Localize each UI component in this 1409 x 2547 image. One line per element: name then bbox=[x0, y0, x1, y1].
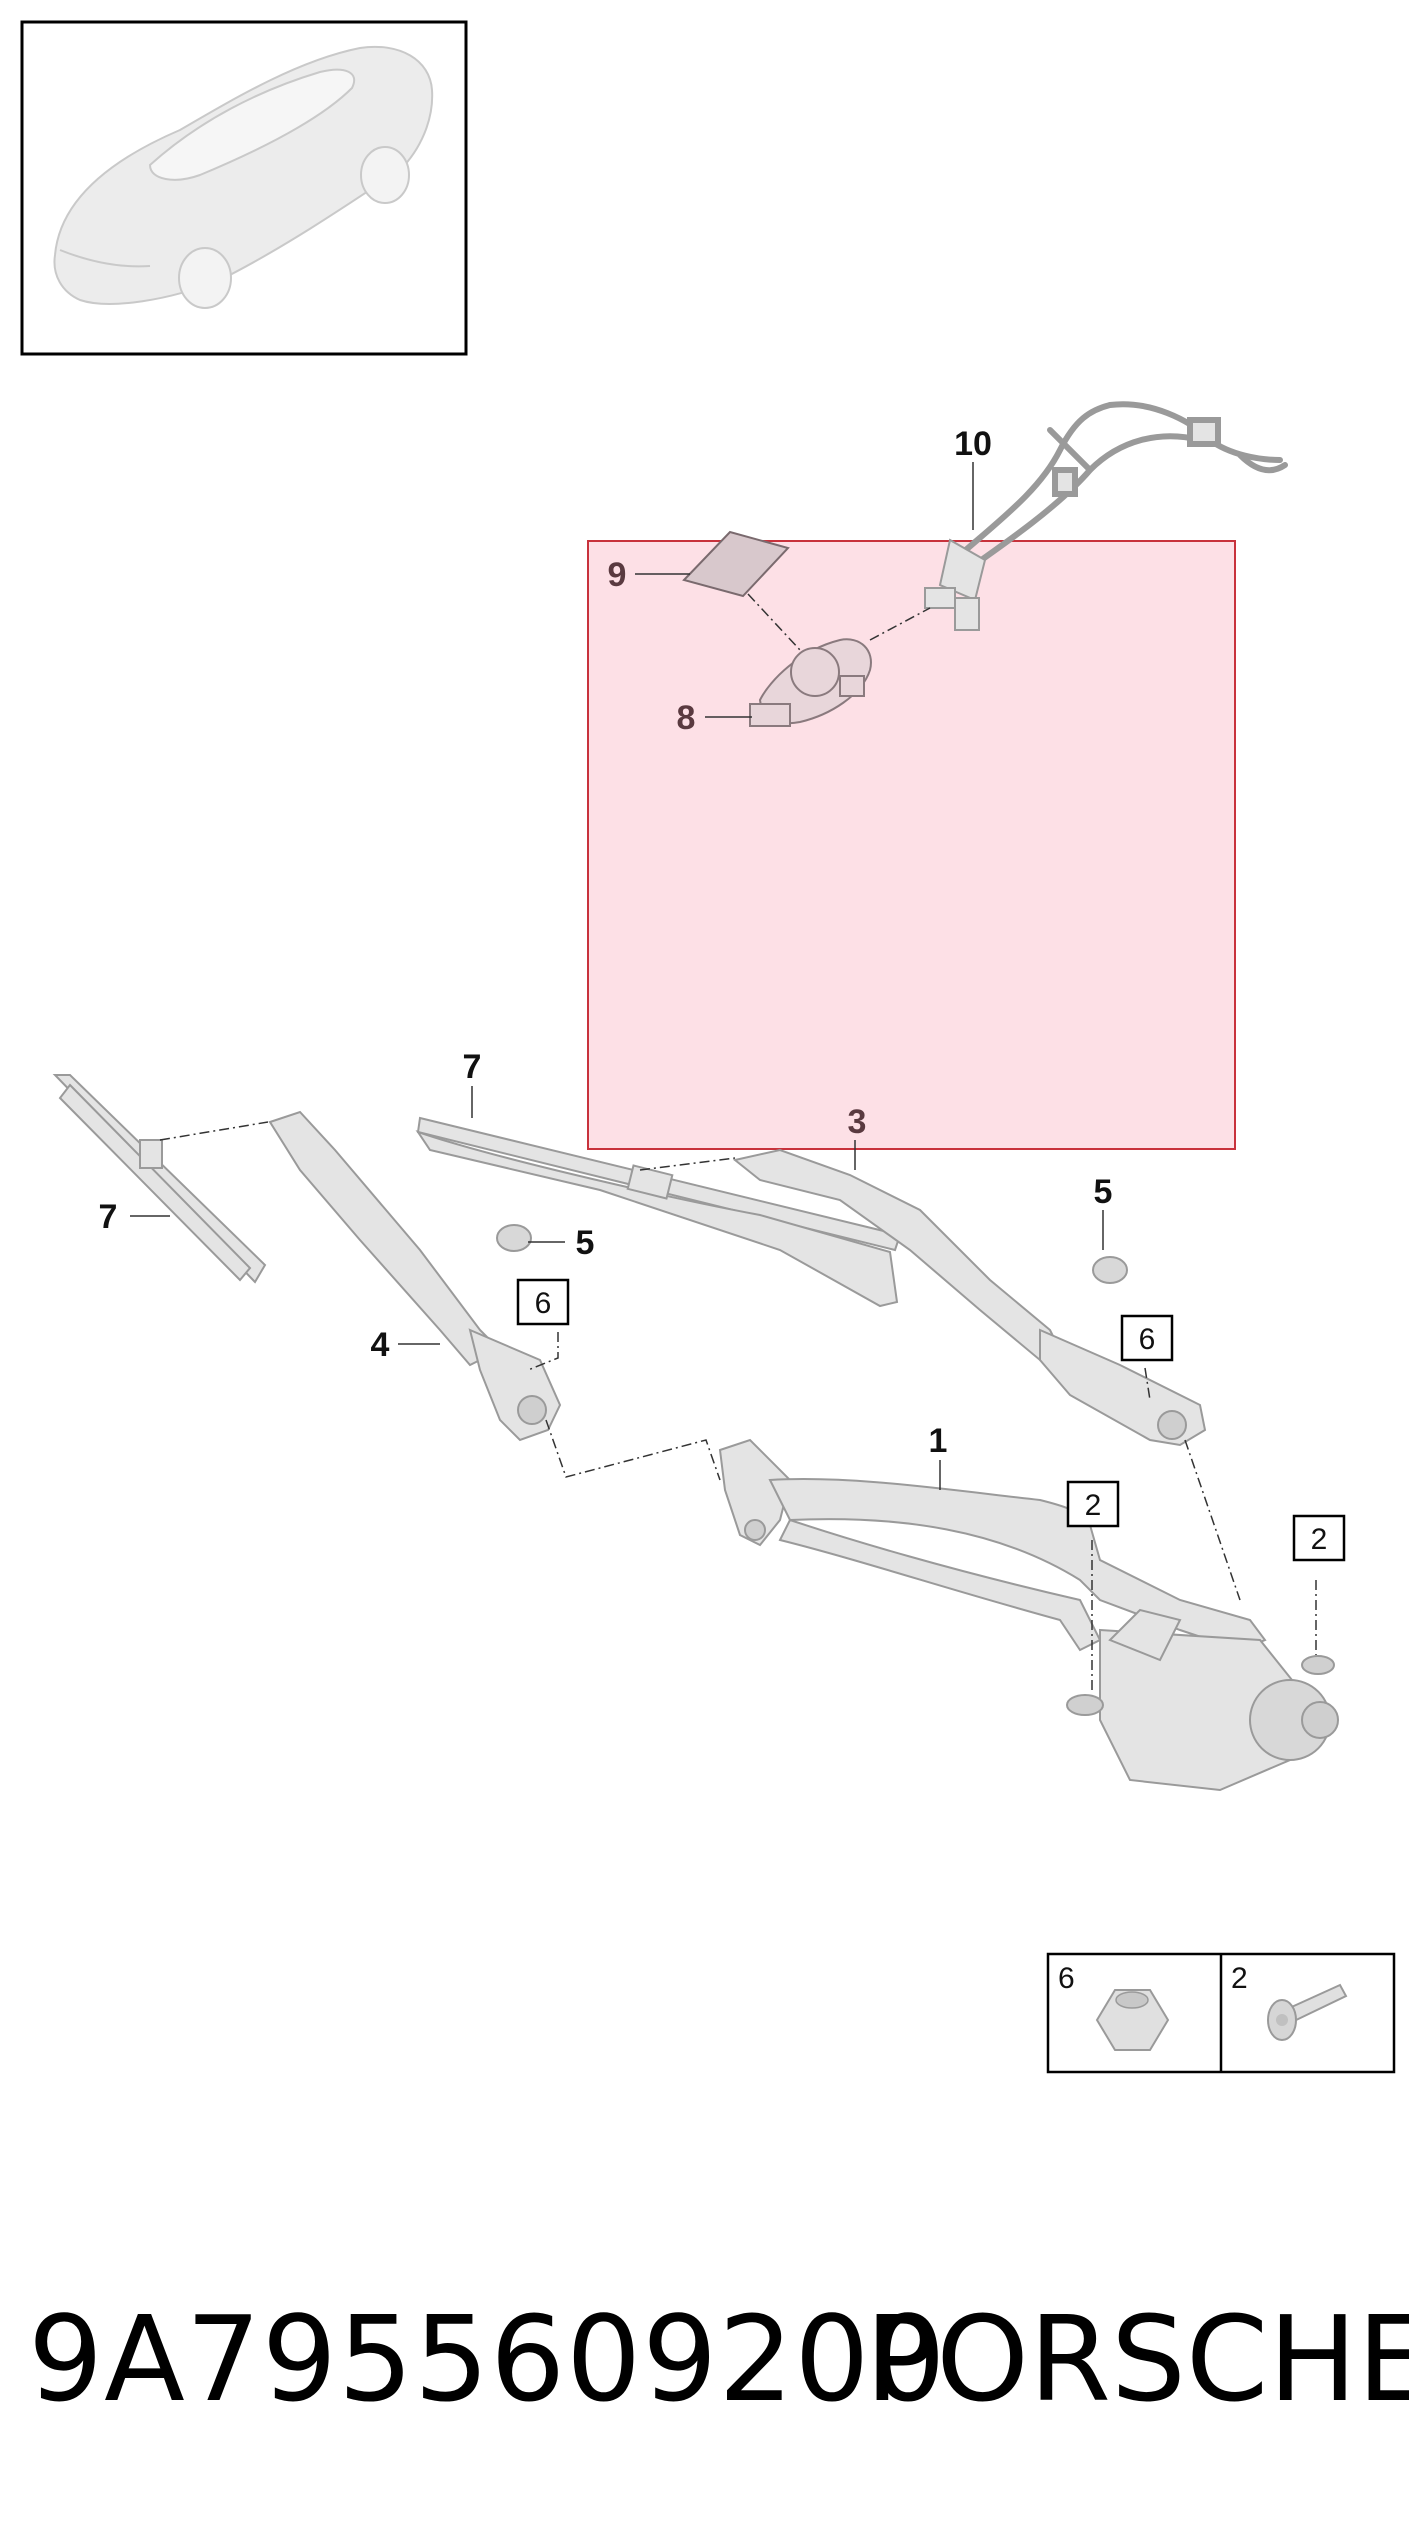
vehicle-thumbnail bbox=[20, 20, 468, 356]
part-number: 9A7955609200 bbox=[28, 2290, 947, 2428]
boxed-ref-2-middle: 2 bbox=[1066, 1480, 1120, 1528]
hardware-legend: 6 2 bbox=[1046, 1952, 1396, 2074]
leader-lines bbox=[747, 593, 931, 651]
wiper-blade-upper bbox=[415, 1116, 902, 1308]
harness-connector bbox=[924, 538, 987, 631]
wiper-blade-left bbox=[52, 1074, 267, 1284]
callout-9: 9 bbox=[608, 556, 627, 594]
callout-7-upper: 7 bbox=[463, 1048, 482, 1086]
bolt-icon bbox=[1267, 1983, 1348, 2041]
svg-text:2: 2 bbox=[1085, 1489, 1102, 1522]
legend-bolt-label: 2 bbox=[1231, 1962, 1248, 1995]
callout-10: 10 bbox=[954, 425, 992, 463]
wiper-arm-left bbox=[268, 1110, 562, 1442]
boxed-ref-2-right: 2 bbox=[1292, 1514, 1346, 1562]
boxed-ref-6-right: 6 bbox=[1120, 1314, 1174, 1362]
cap-left-part bbox=[496, 1224, 532, 1252]
wiper-linkage-motor bbox=[718, 1438, 1339, 1792]
assembly-leaders bbox=[159, 1121, 1317, 1690]
sensor-pad-part bbox=[682, 530, 790, 598]
boxed-ref-6-left: 6 bbox=[516, 1278, 570, 1326]
callout-1: 1 bbox=[929, 1422, 948, 1460]
svg-text:6: 6 bbox=[1139, 1323, 1156, 1356]
callout-4: 4 bbox=[371, 1326, 390, 1364]
hex-nut-icon bbox=[1095, 1989, 1170, 2051]
callout-5-right: 5 bbox=[1094, 1173, 1113, 1211]
svg-text:2: 2 bbox=[1311, 1523, 1328, 1556]
rain-sensor-part bbox=[749, 638, 872, 727]
callout-3: 3 bbox=[848, 1103, 867, 1141]
callout-7-left: 7 bbox=[99, 1198, 118, 1236]
highlight-region bbox=[587, 540, 1236, 1150]
callout-8: 8 bbox=[677, 699, 696, 737]
wiper-arm-right bbox=[732, 1148, 1207, 1447]
brand-name: PORSCHE bbox=[865, 2290, 1409, 2428]
svg-text:6: 6 bbox=[535, 1287, 552, 1320]
callout-ticks bbox=[130, 462, 1104, 1490]
cap-right-part bbox=[1092, 1256, 1128, 1284]
callout-5-left: 5 bbox=[576, 1224, 595, 1262]
wiring-harness-part bbox=[957, 401, 1288, 578]
legend-nut-label: 6 bbox=[1058, 1962, 1075, 1995]
